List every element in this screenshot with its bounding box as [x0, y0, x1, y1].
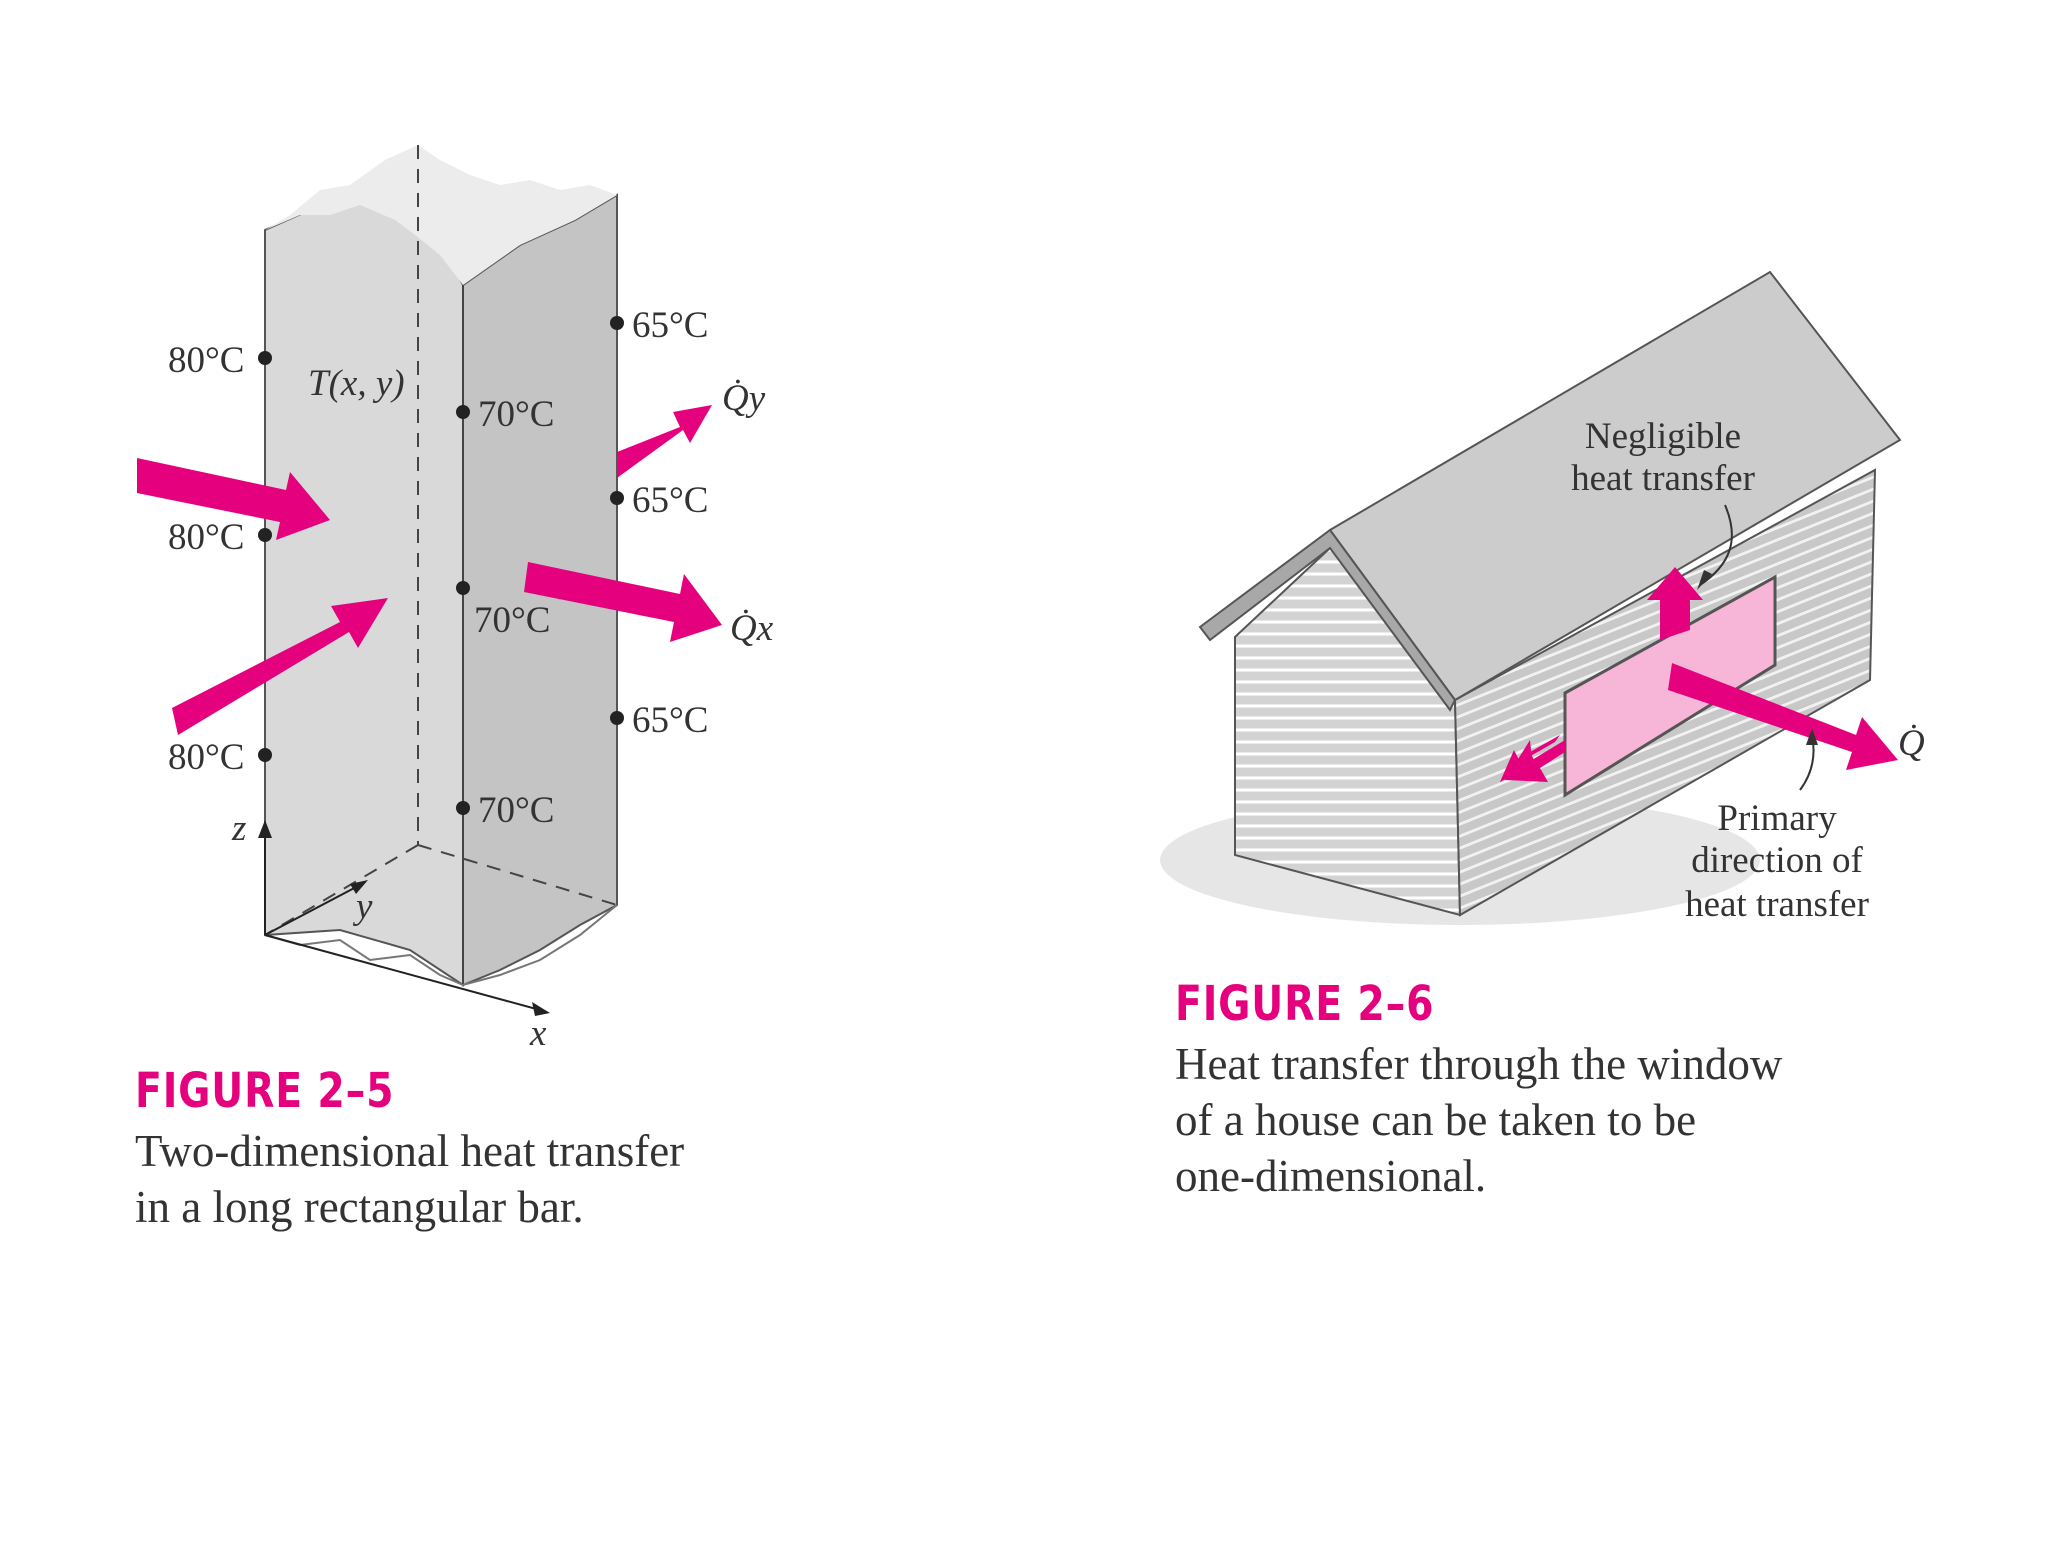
arrow-negligible-up: [1647, 567, 1703, 640]
arrow-primary: [1668, 663, 1898, 770]
hidden-edge-bottom-left: [264, 844, 419, 936]
bar-top-face: [265, 145, 617, 285]
temp-center-1: 70°C: [478, 394, 554, 435]
leader-negligible: [1699, 504, 1733, 586]
flux-house-label: Q̇: [1898, 723, 1925, 764]
caption-line: Two-dimensional heat transfer: [135, 1126, 685, 1176]
figure-2-6-title: FIGURE 2–6: [1175, 976, 1435, 1032]
axis-y-label: y: [352, 886, 373, 927]
field-label: T(x, y): [308, 363, 405, 404]
arrow-in-lower: [172, 598, 388, 735]
negligible-label-line2: heat transfer: [1571, 458, 1755, 499]
flux-y-label: Q̇y: [722, 378, 766, 419]
temp-left-3: 80°C: [168, 737, 244, 778]
arrow-in-upper: [137, 458, 330, 540]
axis-z-label: z: [231, 808, 246, 849]
temp-right-1: 65°C: [632, 305, 708, 346]
arrow-out-y: [617, 405, 712, 478]
axis-x-label: x: [529, 1013, 547, 1054]
rectangular-bar: [264, 145, 618, 987]
axes: [258, 820, 550, 1016]
caption-line: in a long rectangular bar.: [135, 1182, 584, 1232]
figure-2-6-caption: Heat transfer through the window of a ho…: [1175, 1036, 1782, 1204]
hidden-edge-bottom-right: [417, 844, 618, 906]
primary-label-line3: heat transfer: [1685, 884, 1869, 925]
flux-x-label: Q̇x: [730, 608, 774, 649]
caption-line: Heat transfer through the window: [1175, 1039, 1783, 1089]
arrow-out-x: [524, 562, 722, 642]
caption-line: one-dimensional.: [1175, 1151, 1487, 1201]
figure-2-5-title: FIGURE 2–5: [135, 1063, 395, 1119]
temp-left-1: 80°C: [168, 340, 244, 381]
temp-center-3: 70°C: [478, 790, 554, 831]
caption-line: of a house can be taken to be: [1175, 1095, 1697, 1145]
primary-label-line2: direction of: [1691, 840, 1863, 881]
figure-2-5-caption: Two-dimensional heat transfer in a long …: [135, 1123, 684, 1235]
temp-right-2: 65°C: [632, 480, 708, 521]
heat-arrows-house: [1500, 567, 1898, 782]
temperature-points: [258, 316, 624, 815]
temp-left-2: 80°C: [168, 517, 244, 558]
house-roof-edge: [1198, 528, 1457, 712]
negligible-label-line1: Negligible: [1585, 416, 1741, 457]
arrow-primary-back: [1505, 740, 1565, 782]
heat-arrows-bar: [137, 405, 722, 735]
temp-right-3: 65°C: [632, 700, 708, 741]
primary-label-line1: Primary: [1717, 798, 1837, 839]
temp-center-2: 70°C: [474, 600, 550, 641]
bar-left-face: [264, 193, 464, 987]
